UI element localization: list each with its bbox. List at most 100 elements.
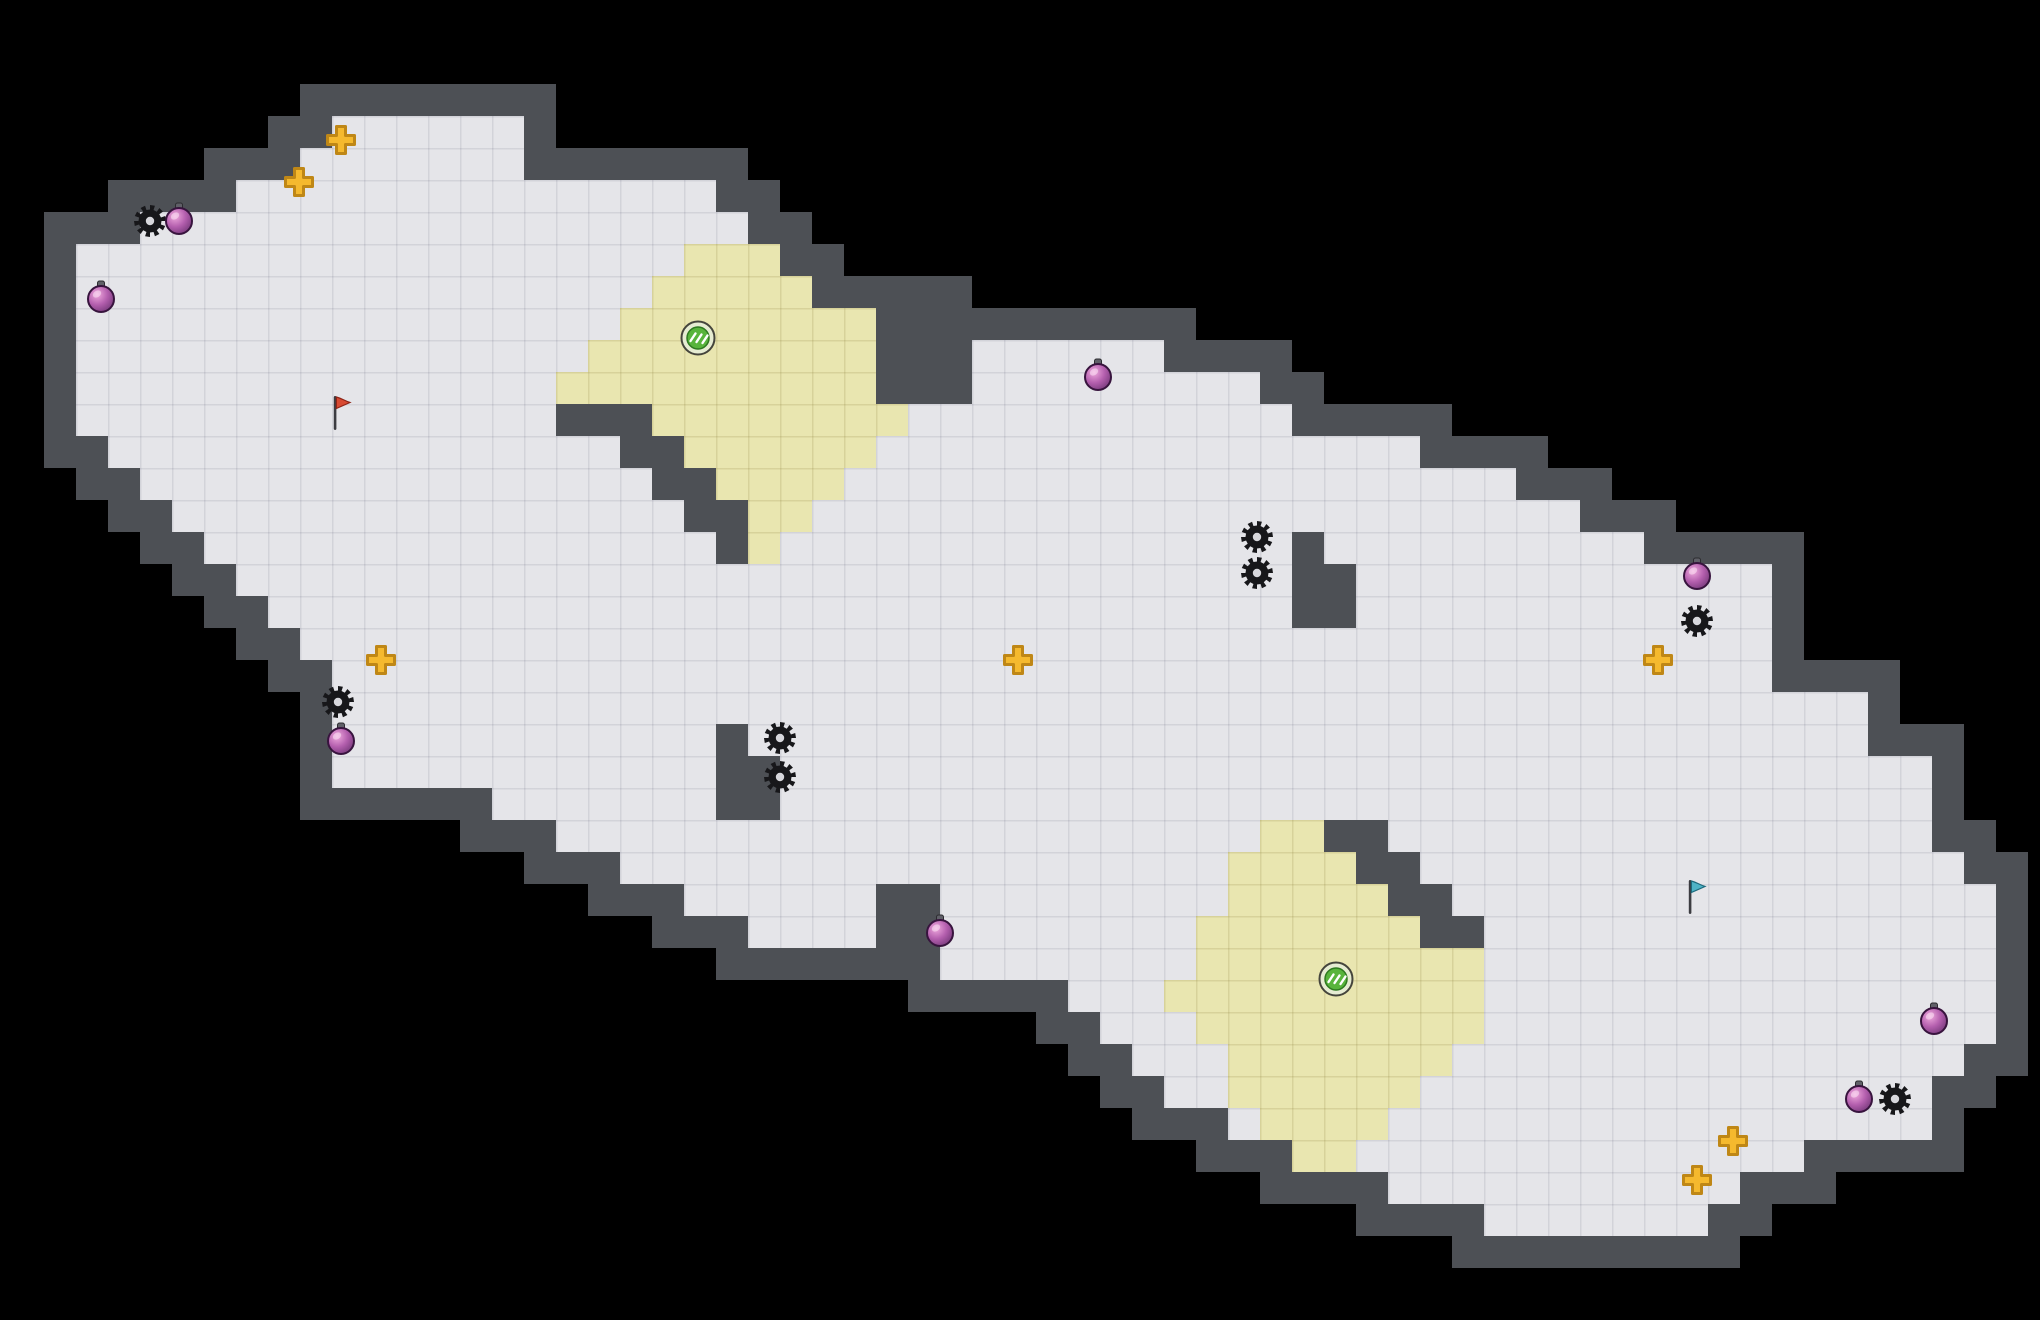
striped-pad[interactable] <box>1318 961 1354 997</box>
wall-segment <box>716 788 780 820</box>
saw-gear[interactable] <box>1241 557 1273 589</box>
wall-segment <box>1324 820 1388 852</box>
gold-cross[interactable] <box>326 125 356 155</box>
floor-strip <box>1068 980 1164 1012</box>
floor-strip <box>204 532 716 564</box>
floor-strip <box>1388 1172 1740 1204</box>
wall-segment <box>1996 980 2028 1012</box>
wall-segment <box>76 468 140 500</box>
wall-segment <box>1740 1172 1836 1204</box>
wall-segment <box>876 372 972 404</box>
wall-segment <box>1932 1108 1964 1140</box>
purple-orb[interactable] <box>1920 1002 1948 1035</box>
wall-segment <box>108 500 172 532</box>
wall-segment <box>1964 852 2028 884</box>
wall-segment <box>876 308 1196 340</box>
saw-gear[interactable] <box>1879 1083 1911 1115</box>
wall-segment <box>44 404 76 436</box>
wall-segment <box>716 724 748 756</box>
wall-segment <box>44 212 140 244</box>
floor-strip <box>332 756 716 788</box>
purple-orb[interactable] <box>327 722 355 755</box>
wall-segment <box>1516 468 1612 500</box>
floor-strip <box>940 916 1196 948</box>
wall-segment <box>1932 788 1964 820</box>
wall-segment <box>1996 916 2028 948</box>
wall-segment <box>300 724 332 756</box>
striped-pad[interactable] <box>680 320 716 356</box>
floor-strip <box>76 276 652 308</box>
floor-strip <box>332 692 1868 724</box>
sand-strip <box>556 372 876 404</box>
wall-segment <box>1356 852 1420 884</box>
floor-strip <box>940 948 1196 980</box>
floor-strip <box>876 436 1420 468</box>
sand-strip <box>652 276 812 308</box>
saw-gear[interactable] <box>322 686 354 718</box>
sand-strip <box>652 404 908 436</box>
sand-strip <box>684 436 876 468</box>
sand-strip <box>1228 884 1388 916</box>
wall-segment <box>300 756 332 788</box>
saw-gear[interactable] <box>764 761 796 793</box>
wall-segment <box>716 180 780 212</box>
sand-strip <box>620 308 876 340</box>
saw-gear[interactable] <box>764 722 796 754</box>
purple-orb[interactable] <box>1084 358 1112 391</box>
saw-gear[interactable] <box>1681 605 1713 637</box>
floor-strip <box>1452 884 1996 916</box>
gold-cross[interactable] <box>284 167 314 197</box>
sand-strip <box>748 532 780 564</box>
purple-orb[interactable] <box>87 280 115 313</box>
floor-strip <box>268 596 1292 628</box>
gold-cross[interactable] <box>1682 1165 1712 1195</box>
purple-orb[interactable] <box>926 914 954 947</box>
floor-strip <box>1324 532 1644 564</box>
floor-strip <box>76 244 684 276</box>
wall-segment <box>1036 1012 1100 1044</box>
wall-segment <box>1932 756 1964 788</box>
wall-segment <box>908 980 1068 1012</box>
wall-segment <box>780 244 844 276</box>
wall-segment <box>300 788 492 820</box>
floor-strip <box>236 564 1292 596</box>
floor-strip <box>844 468 1516 500</box>
red-flag[interactable] <box>333 396 352 430</box>
wall-segment <box>1452 1236 1740 1268</box>
wall-segment <box>812 276 972 308</box>
floor-strip <box>1484 1012 1996 1044</box>
sand-strip <box>1260 820 1324 852</box>
gold-cross[interactable] <box>1003 645 1033 675</box>
wall-segment <box>204 596 268 628</box>
sand-strip <box>684 244 780 276</box>
saw-gear[interactable] <box>134 205 166 237</box>
wall-segment <box>44 372 76 404</box>
wall-segment <box>1772 660 1900 692</box>
floor-strip <box>940 884 1228 916</box>
wall-segment <box>716 532 748 564</box>
blue-flag[interactable] <box>1688 880 1707 914</box>
gold-cross[interactable] <box>1643 645 1673 675</box>
saw-gear[interactable] <box>1241 521 1273 553</box>
floor-strip <box>1452 1044 1964 1076</box>
wall-segment <box>652 468 716 500</box>
floor-strip <box>332 724 716 756</box>
wall-segment <box>268 660 332 692</box>
wall-segment <box>1292 564 1356 596</box>
wall-segment <box>204 148 300 180</box>
gold-cross[interactable] <box>366 645 396 675</box>
wall-segment <box>1804 1140 1964 1172</box>
purple-orb[interactable] <box>1845 1080 1873 1113</box>
purple-orb[interactable] <box>1683 557 1711 590</box>
wall-segment <box>620 436 684 468</box>
wall-segment <box>268 116 332 148</box>
floor-strip <box>684 884 876 916</box>
wall-segment <box>1356 1204 1484 1236</box>
purple-orb[interactable] <box>165 202 193 235</box>
wall-segment <box>716 948 940 980</box>
floor-strip <box>172 500 684 532</box>
wall-segment <box>1260 1172 1388 1204</box>
gold-cross[interactable] <box>1718 1126 1748 1156</box>
